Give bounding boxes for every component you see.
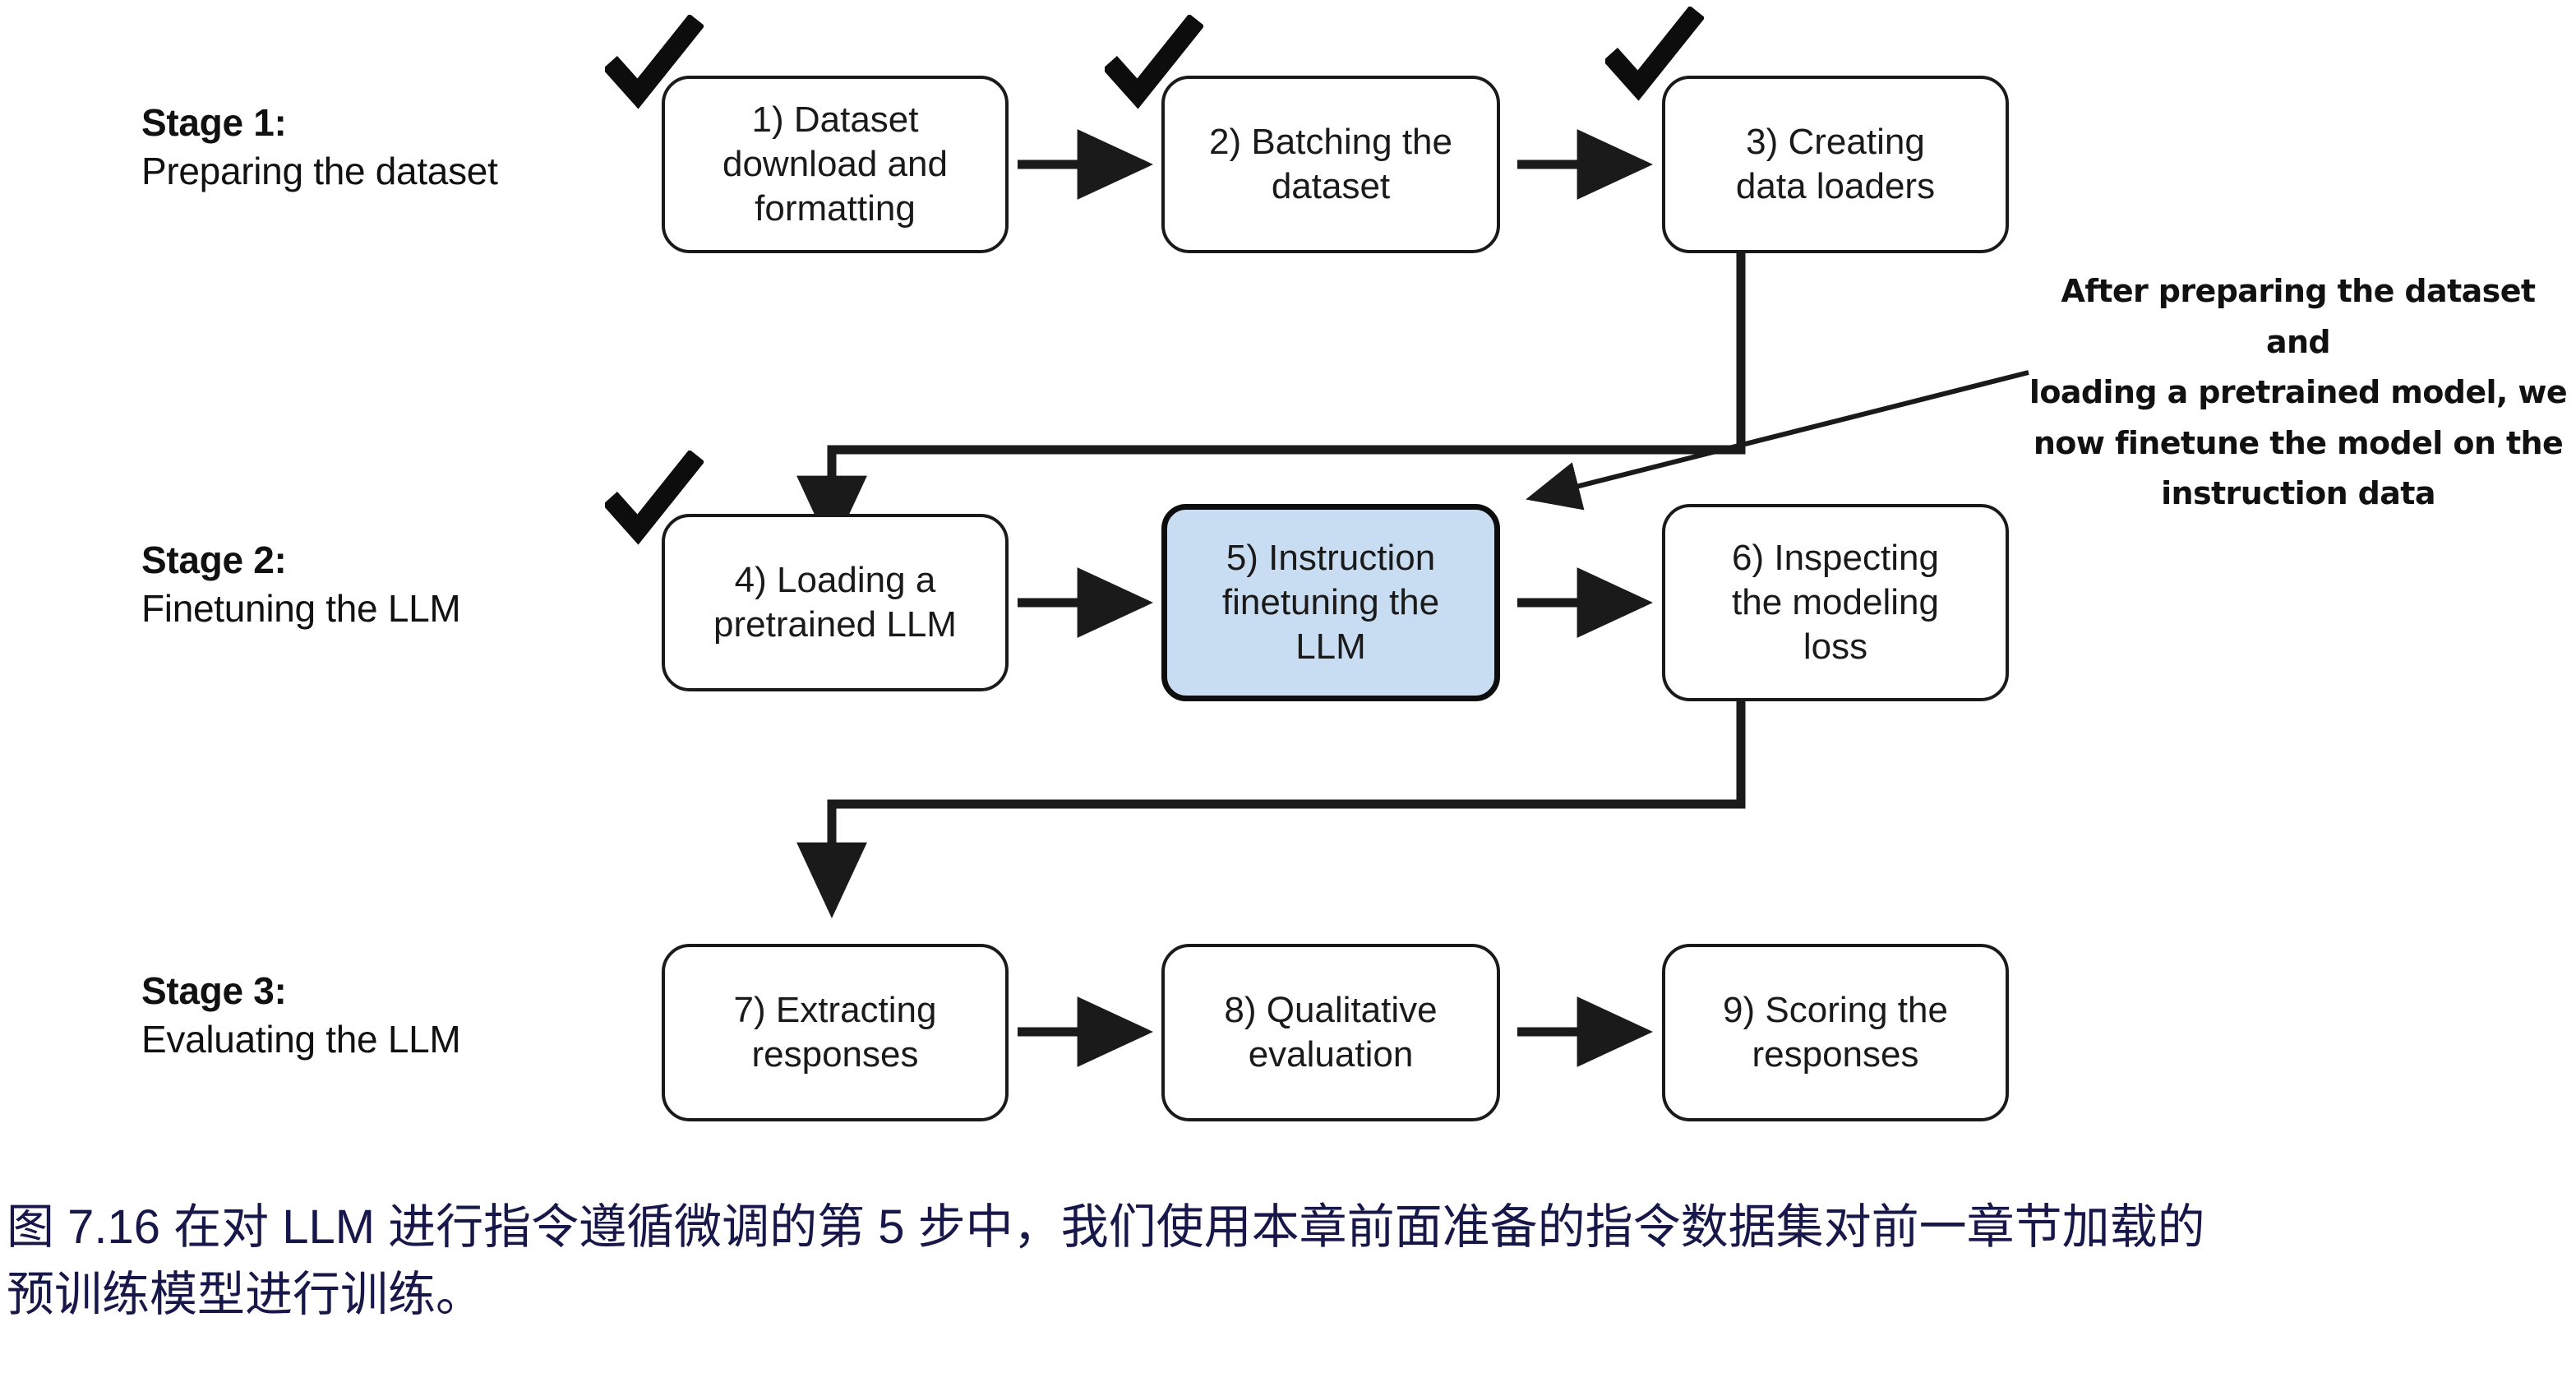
flow-node-4-line2: pretrained LLM: [713, 604, 957, 645]
connector-stage1-to-stage2: [796, 253, 1746, 552]
flow-node-1-line1: 1) Dataset: [751, 99, 919, 141]
flow-node-2-line1: 2) Batching the: [1209, 122, 1452, 163]
flow-node-1[interactable]: 1) Dataset download and formatting: [662, 76, 1009, 253]
flow-node-6-line3: loss: [1803, 626, 1868, 667]
flow-node-8-line2: evaluation: [1248, 1034, 1414, 1075]
flow-node-6-line2: the modeling: [1732, 582, 1939, 623]
figure-caption-line-2: 预训练模型进行训练。: [7, 1268, 484, 1322]
flow-node-2-line2: dataset: [1271, 166, 1391, 206]
flow-node-5[interactable]: 5) Instruction finetuning the LLM: [1161, 504, 1500, 701]
stage-3-title: Stage 3:: [141, 969, 287, 1012]
stage-1-title: Stage 1:: [141, 101, 287, 144]
annotation-line-2: loading a pretrained model, we: [2029, 374, 2568, 411]
flow-node-7[interactable]: 7) Extracting responses: [662, 944, 1009, 1121]
stage-2-subtitle: Finetuning the LLM: [141, 586, 461, 630]
annotation-callout: After preparing the dataset and loading …: [2027, 266, 2569, 520]
flow-node-6[interactable]: 6) Inspecting the modeling loss: [1662, 504, 2009, 701]
flow-node-3-line2: data loaders: [1735, 166, 1936, 206]
annotation-leader-arrow: [1526, 370, 2029, 511]
stage-2-title: Stage 2:: [141, 539, 287, 581]
flow-node-8[interactable]: 8) Qualitative evaluation: [1161, 944, 1500, 1121]
annotation-line-3: now finetune the model on the: [2033, 424, 2564, 461]
flow-node-9-line1: 9) Scoring the: [1723, 990, 1948, 1031]
flow-node-6-line1: 6) Inspecting: [1732, 538, 1939, 579]
flow-node-5-line1: 5) Instruction: [1226, 538, 1436, 579]
stage-label-2: Stage 2: Finetuning the LLM: [141, 536, 461, 633]
flow-node-7-line2: responses: [751, 1034, 919, 1075]
annotation-line-4: instruction data: [2161, 475, 2435, 512]
annotation-line-1: After preparing the dataset and: [2061, 273, 2536, 360]
flow-node-3[interactable]: 3) Creating data loaders: [1662, 76, 2009, 253]
stage-1-subtitle: Preparing the dataset: [141, 149, 498, 192]
flow-node-1-line3: formatting: [755, 187, 916, 229]
flow-node-9-line2: responses: [1752, 1034, 1919, 1075]
connector-stage2-to-stage3: [796, 691, 1746, 918]
flow-node-3-line1: 3) Creating: [1746, 122, 1925, 163]
flow-node-2[interactable]: 2) Batching the dataset: [1161, 76, 1500, 253]
flow-node-4[interactable]: 4) Loading a pretrained LLM: [662, 514, 1009, 691]
flow-node-8-line1: 8) Qualitative: [1224, 990, 1438, 1031]
flow-node-7-line1: 7) Extracting: [733, 990, 937, 1031]
stage-3-subtitle: Evaluating the LLM: [141, 1017, 461, 1061]
flow-node-1-line2: download and: [722, 144, 948, 185]
figure-caption: 图 7.16 在对 LLM 进行指令遵循微调的第 5 步中，我们使用本章前面准备…: [7, 1194, 2571, 1329]
flow-node-4-line1: 4) Loading a: [734, 560, 936, 601]
stage-label-3: Stage 3: Evaluating the LLM: [141, 967, 461, 1064]
stage-label-1: Stage 1: Preparing the dataset: [141, 99, 498, 196]
flow-node-9[interactable]: 9) Scoring the responses: [1662, 944, 2009, 1121]
flow-node-5-line2: finetuning the: [1221, 582, 1440, 623]
flow-node-5-line3: LLM: [1295, 626, 1366, 667]
figure-caption-line-1: 图 7.16 在对 LLM 进行指令遵循微调的第 5 步中，我们使用本章前面准备…: [7, 1200, 2205, 1254]
